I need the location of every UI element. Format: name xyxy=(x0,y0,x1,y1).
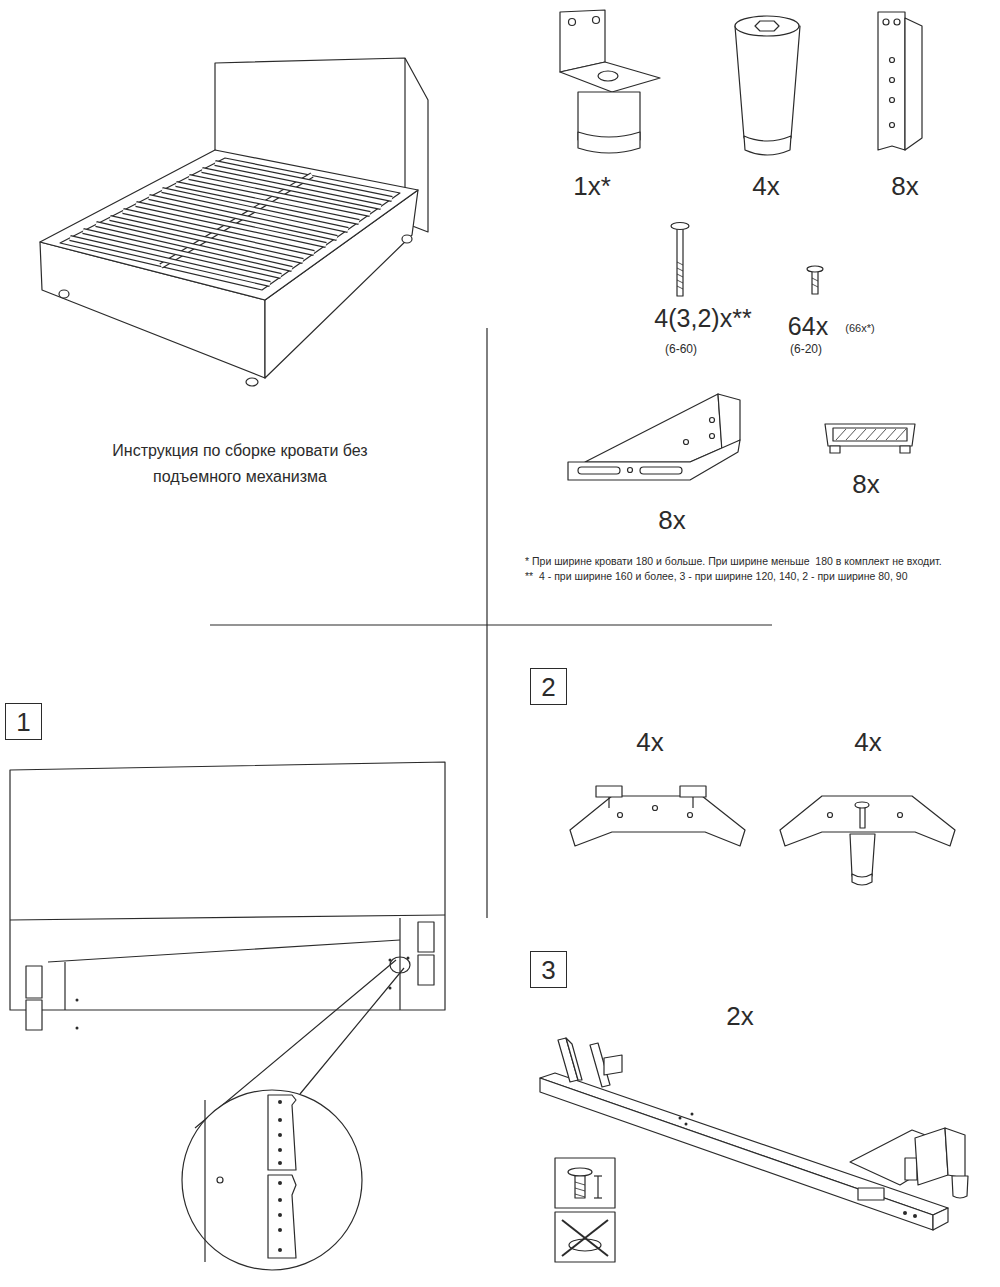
footnote: * При ширине кровати 180 и больше. При ш… xyxy=(525,556,942,568)
step-number-box: 3 xyxy=(530,951,567,988)
corner-bracket-part xyxy=(568,394,740,480)
headboard-illustration xyxy=(10,762,445,1030)
footnote: ** 4 - при ширине 160 и более, 3 - при ш… xyxy=(525,571,907,583)
quantity: 8x xyxy=(852,470,879,499)
quantity: 4(3,2)x** xyxy=(654,305,751,333)
step-number-box: 2 xyxy=(530,668,567,705)
step-number: 2 xyxy=(541,674,555,700)
hinge-plate-part xyxy=(878,12,922,150)
bolt-part xyxy=(671,223,689,297)
bracket-with-blocks xyxy=(570,786,745,846)
quantity-note: (66x*) xyxy=(845,322,874,334)
size-note: (6-20) xyxy=(790,343,822,356)
bed-illustration xyxy=(40,58,428,386)
quantity: 8x xyxy=(658,506,685,535)
quantity: 4x xyxy=(752,172,779,201)
center-leg-part xyxy=(560,10,660,153)
step-number-box: 1 xyxy=(5,703,42,740)
bracket-with-leg xyxy=(780,796,955,885)
detail-zoom xyxy=(182,957,410,1270)
step-number: 3 xyxy=(541,957,555,983)
quantity: 4x xyxy=(854,728,881,757)
quantity: 64x xyxy=(788,313,828,341)
quantity: 4x xyxy=(636,728,663,757)
side-rail-illustration xyxy=(540,1038,968,1230)
screw-part xyxy=(807,266,823,294)
foot-block-part xyxy=(825,424,915,453)
screw-depth-icons xyxy=(555,1158,615,1262)
quantity: 2x xyxy=(726,1002,753,1031)
step-number: 1 xyxy=(16,709,30,735)
size-note: (6-60) xyxy=(665,343,697,356)
leg-part xyxy=(735,16,800,155)
quantity: 1x* xyxy=(573,172,611,201)
quantity: 8x xyxy=(891,172,918,201)
sheet-title: Инструкция по сборке кровати без подъемн… xyxy=(95,438,385,491)
